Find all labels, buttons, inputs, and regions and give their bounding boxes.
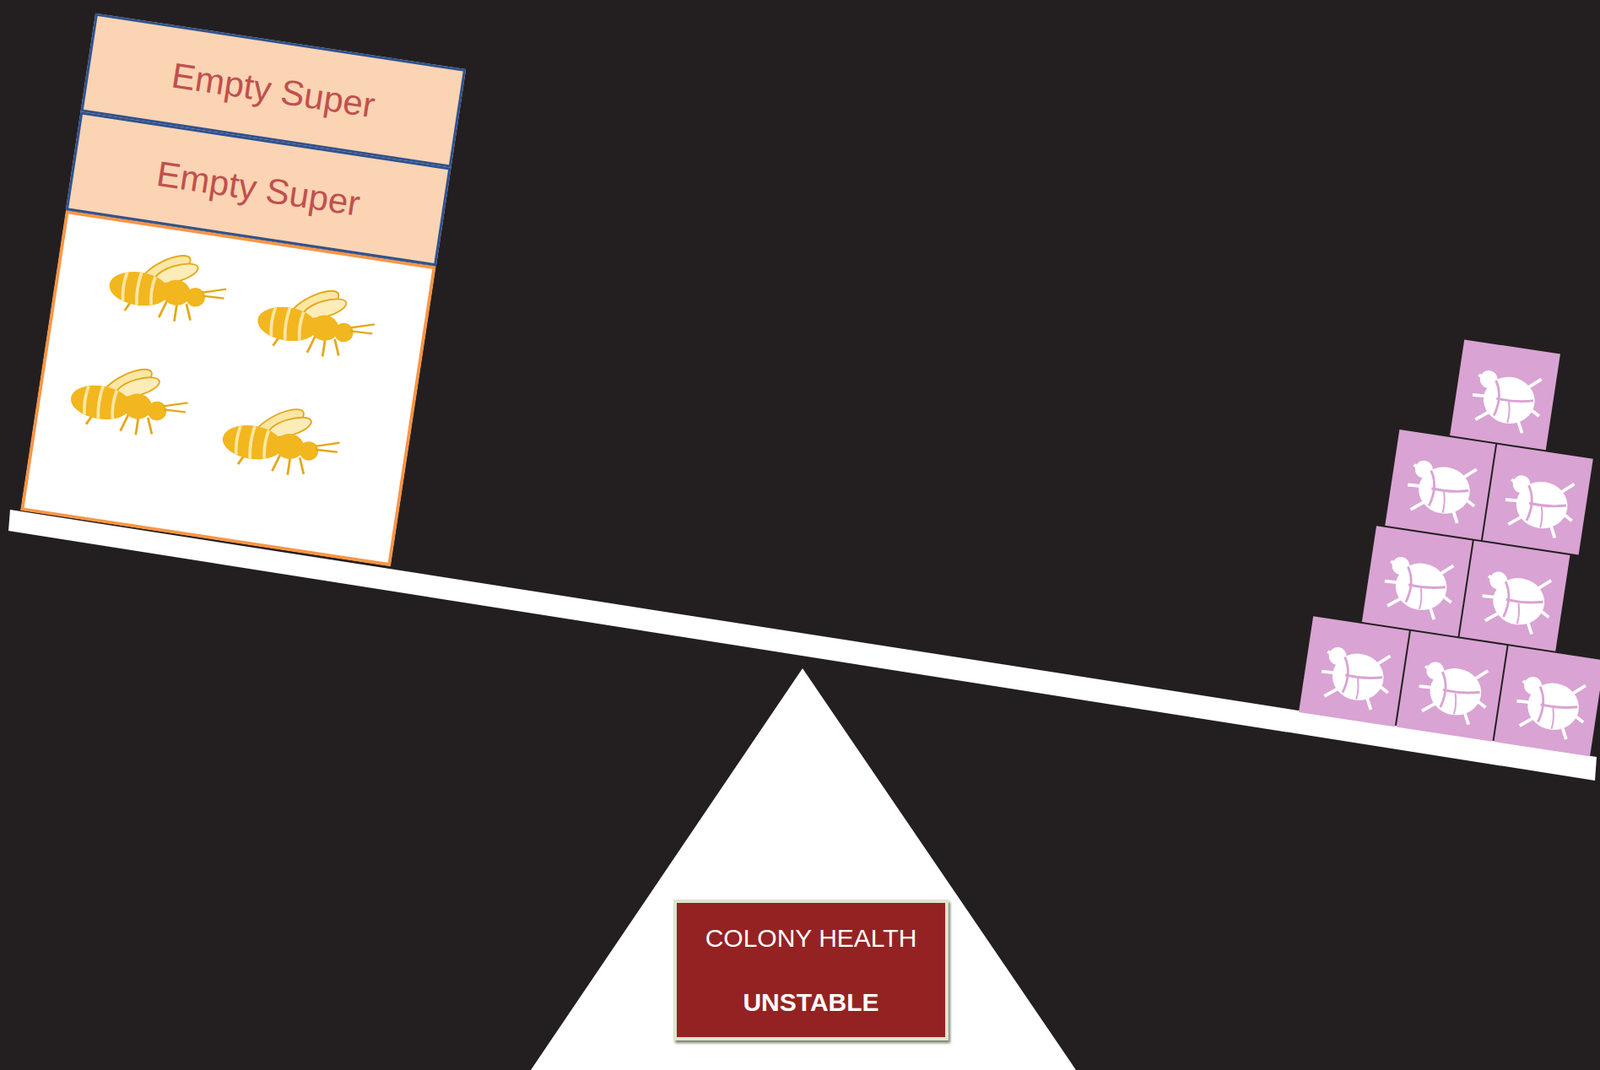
status-box: COLONY HEALTH UNSTABLE: [673, 899, 949, 1041]
beetle-icon: [1403, 459, 1481, 526]
box-label: COLONY HEALTH: [705, 923, 918, 954]
beetle-box-fill: [1482, 444, 1594, 556]
beetle-stack: [1298, 323, 1600, 757]
beetle-icon: [1512, 675, 1590, 742]
beetle-box-fill: [1493, 645, 1600, 757]
box-label: Empty Super: [168, 54, 379, 127]
beetle-box: [1298, 616, 1410, 727]
bee-icon: [105, 239, 232, 329]
beetle-icon: [1317, 645, 1395, 713]
beehive: Empty SuperEmpty Super: [20, 13, 466, 568]
beetle-box-fill: [1449, 339, 1561, 450]
beetle-box: [1449, 339, 1561, 450]
beetle-box: [1396, 631, 1508, 742]
beetle-box-fill: [1298, 616, 1410, 727]
beetle-box-fill: [1396, 631, 1508, 742]
status-value: UNSTABLE: [742, 987, 879, 1018]
fulcrum: [530, 668, 1076, 1070]
beetle-box: [1459, 540, 1571, 652]
beetle-box: [1493, 645, 1600, 757]
beetle-icon: [1477, 569, 1555, 637]
beetle-icon: [1468, 368, 1546, 436]
beetle-box: [1384, 429, 1496, 541]
beetle-box-fill: [1384, 429, 1496, 541]
bee-icon: [66, 352, 193, 442]
beetle-icon: [1379, 555, 1457, 622]
beetle-box: [1362, 525, 1473, 637]
beetle-box: [1482, 444, 1594, 556]
bee-icon: [254, 274, 380, 363]
beetle-icon: [1501, 473, 1579, 541]
beetle-box-fill: [1362, 525, 1473, 637]
beetle-box-fill: [1459, 540, 1571, 652]
seesaw-plank: [8, 509, 1597, 781]
hive-body: [20, 210, 437, 567]
beetle-icon: [1414, 659, 1492, 727]
bee-icon: [218, 393, 345, 482]
box-label: Empty Super: [153, 152, 363, 226]
brood-box: [21, 211, 434, 565]
